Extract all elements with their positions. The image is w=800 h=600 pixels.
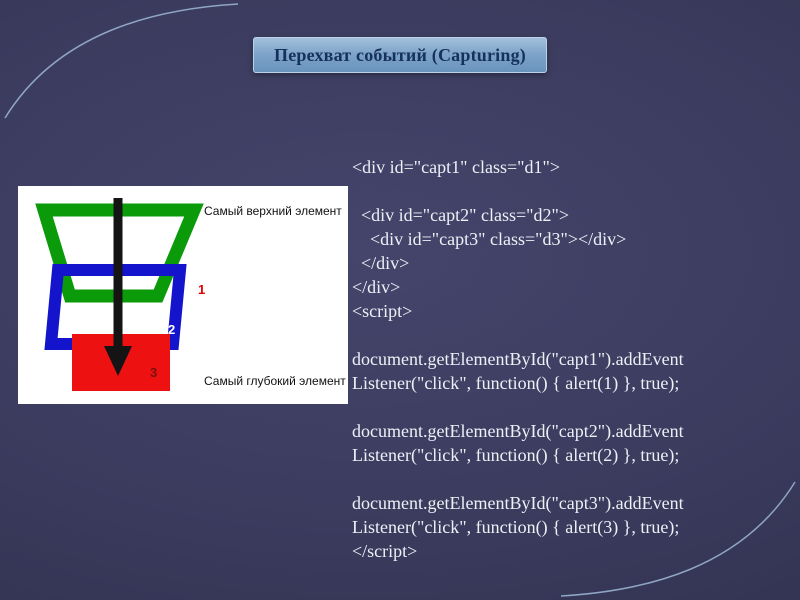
code-line: document.getElementById("capt3").addEven… <box>352 493 684 513</box>
level-number-3: 3 <box>150 365 157 380</box>
capturing-diagram: Самый верхний элемент Самый глубокий эле… <box>35 198 346 391</box>
code-line: document.getElementById("capt2").addEven… <box>352 421 684 441</box>
code-line <box>352 179 684 203</box>
level-number-2: 2 <box>168 322 175 337</box>
down-arrow-icon <box>104 346 132 376</box>
code-line <box>352 395 684 419</box>
code-line: Listener("click", function() { alert(3) … <box>352 517 680 537</box>
deepest-element-label: Самый глубокий элемент <box>204 374 346 388</box>
code-line: <script> <box>352 301 413 321</box>
code-line: <div id="capt3" class="d3"></div> <box>352 229 627 249</box>
code-block: <div id="capt1" class="d1"> <div id="cap… <box>352 155 684 563</box>
slide-title-box: Перехват событий (Capturing) <box>253 37 547 73</box>
slide-title: Перехват событий (Capturing) <box>274 44 526 65</box>
code-line: <div id="capt2" class="d2"> <box>352 205 569 225</box>
middle-element-frame <box>44 264 187 350</box>
code-line: </div> <box>352 253 410 273</box>
code-line <box>352 467 684 491</box>
capturing-diagram-panel: Самый верхний элемент Самый глубокий эле… <box>18 186 348 404</box>
code-line: <div id="capt1" class="d1"> <box>352 157 560 177</box>
corner-flourish-top-left <box>4 3 239 119</box>
top-element-label: Самый верхний элемент <box>204 204 342 218</box>
code-line: </script> <box>352 541 418 561</box>
code-line: Listener("click", function() { alert(2) … <box>352 445 680 465</box>
level-number-1: 1 <box>198 282 205 297</box>
code-line <box>352 323 684 347</box>
code-line: </div> <box>352 277 401 297</box>
code-line: document.getElementById("capt1").addEven… <box>352 349 684 369</box>
code-line: Listener("click", function() { alert(1) … <box>352 373 680 393</box>
